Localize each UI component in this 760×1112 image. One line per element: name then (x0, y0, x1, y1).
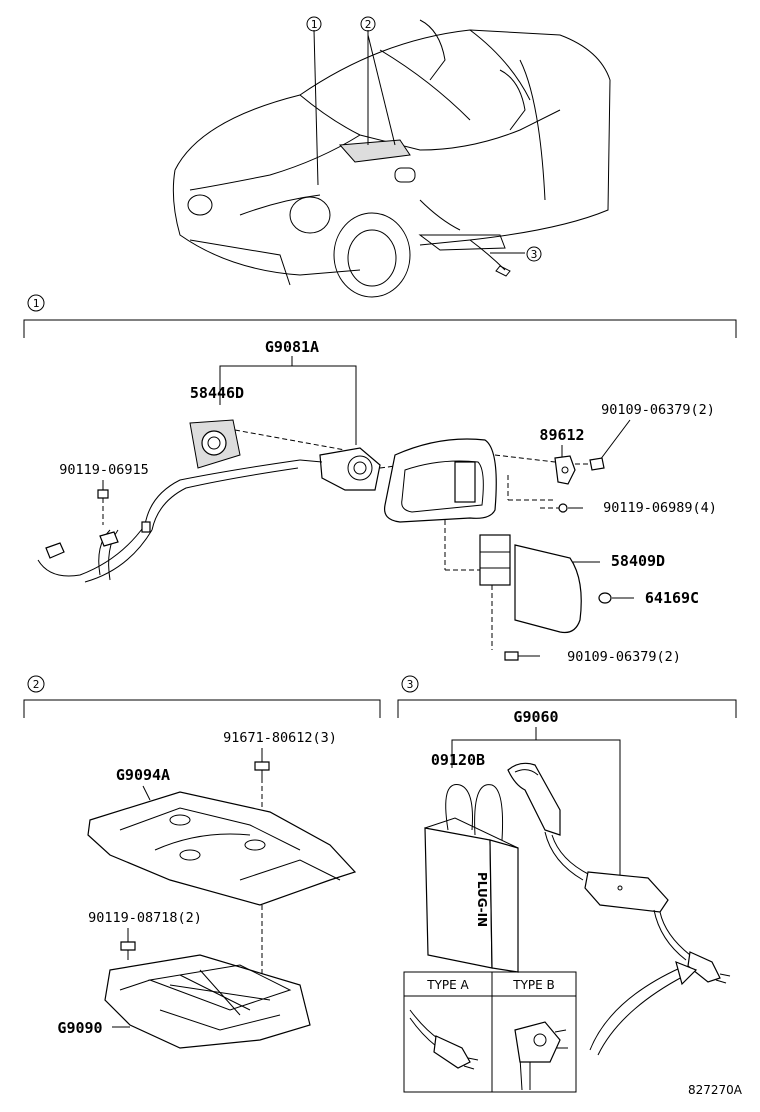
svg-text:3: 3 (531, 248, 538, 261)
type-a-plug-illustration (409, 1009, 479, 1070)
bolt-91671-80612-illustration (254, 761, 270, 778)
car-overview-illustration (172, 19, 611, 298)
svg-text:2: 2 (365, 18, 372, 31)
illustration-id: 827270A (688, 1083, 743, 1097)
g9081a-bracket (219, 365, 357, 445)
overview-callout-1: 1 (306, 16, 322, 32)
charging-cable-illustration (507, 762, 731, 984)
overview-callout-3: 3 (526, 246, 542, 262)
bolt-90119-08718-illustration (120, 941, 136, 960)
screw-90109-06379-bottom-illustration (504, 651, 519, 661)
arrow-icon (589, 960, 698, 1056)
part-label-90119-08718: 90119-08718(2) (88, 910, 202, 926)
part-label-89612: 89612 (539, 426, 584, 444)
part-label-09120b: 09120B (431, 751, 485, 769)
svg-text:1: 1 (33, 297, 40, 310)
part-label-g9060: G9060 (513, 708, 558, 726)
section-2-marker: 2 (27, 675, 45, 693)
part-g9094a-illustration (87, 791, 357, 906)
section-2-bracket (23, 699, 381, 718)
bag-print-text: PLUG-IN (475, 872, 489, 927)
type-b-label: TYPE B (512, 978, 555, 992)
type-b-plug-illustration (514, 1021, 568, 1091)
part-label-90119-06915: 90119-06915 (59, 462, 148, 478)
part-58446d-illustration (189, 419, 241, 469)
part-label-90109-06379-bottom: 90109-06379(2) (567, 649, 681, 665)
g9060-bracket (451, 739, 621, 878)
part-label-g9094a: G9094A (116, 766, 170, 784)
screw-90119-06989-illustration (558, 503, 568, 513)
part-label-64169c: 64169C (645, 589, 699, 607)
charge-port-housing-illustration (383, 438, 497, 523)
part-label-91671-80612: 91671-80612(3) (223, 730, 337, 746)
part-64169c-illustration (598, 592, 612, 604)
part-label-g9090: G9090 (57, 1019, 102, 1037)
type-a-label: TYPE A (426, 978, 469, 992)
screw-90109-06379-top-illustration (589, 457, 605, 471)
part-label-58446d: 58446D (190, 384, 244, 402)
part-label-90109-06379-top: 90109-06379(2) (601, 402, 715, 418)
part-label-90119-06989: 90119-06989(4) (603, 500, 717, 516)
part-58409d-illustration (479, 534, 582, 634)
part-label-g9081a: G9081A (265, 338, 319, 356)
part-89612-illustration (554, 455, 576, 485)
part-label-58409d: 58409D (611, 552, 665, 570)
plug-type-table (403, 971, 577, 1093)
charging-inlet-illustration (37, 447, 381, 583)
part-09120b-bag-illustration: PLUG-IN (424, 784, 519, 973)
overview-callout-2: 2 (360, 16, 376, 32)
svg-text:2: 2 (33, 678, 40, 691)
bolt-90119-06915-illustration (97, 480, 109, 525)
svg-text:1: 1 (311, 18, 318, 31)
section-3-marker: 3 (401, 675, 419, 693)
section-3-bracket (397, 699, 737, 718)
part-g9090-illustration (104, 954, 311, 1049)
section-1-bracket (23, 319, 737, 338)
section-1-marker: 1 (27, 294, 45, 312)
svg-text:3: 3 (407, 678, 414, 691)
